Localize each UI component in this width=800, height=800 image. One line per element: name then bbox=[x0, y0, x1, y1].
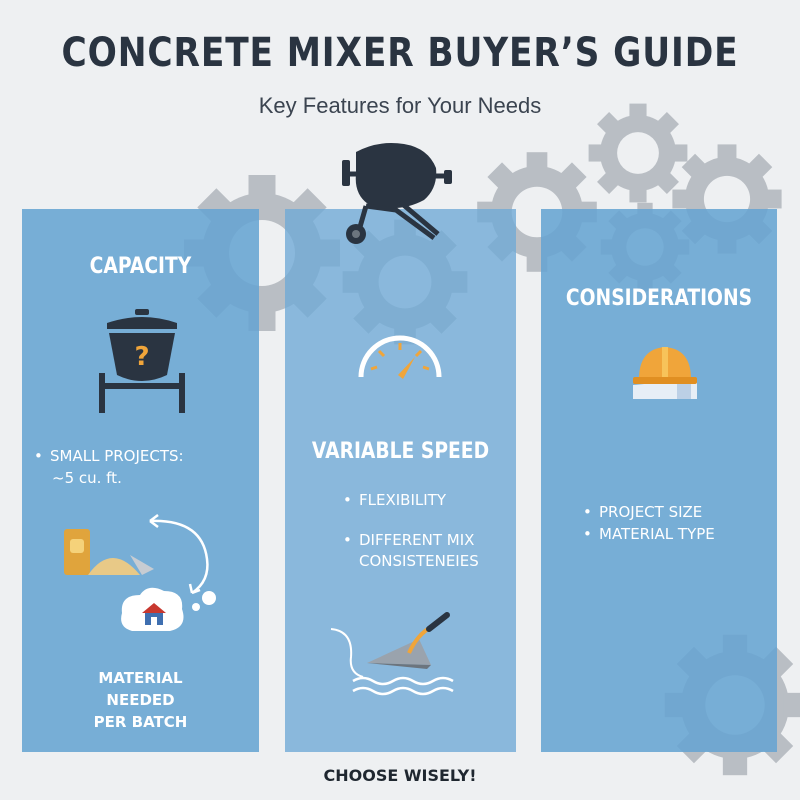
mixer-drum-question-icon: ? bbox=[99, 309, 185, 413]
cement-bag-sand-icon bbox=[64, 529, 154, 575]
material-illustration bbox=[64, 514, 216, 631]
caption-line: MATERIAL bbox=[98, 669, 183, 687]
footer-cta: CHOOSE WISELY! bbox=[323, 766, 477, 785]
page-subtitle: Key Features for Your Needs bbox=[258, 93, 542, 118]
bullet-small-projects: SMALL PROJECTS: bbox=[28, 445, 184, 467]
caption-line: PER BATCH bbox=[93, 713, 188, 731]
caption-line: NEEDED bbox=[106, 691, 175, 709]
panel-heading: CAPACITY bbox=[89, 254, 192, 279]
panel-variable-speed: VARIABLE SPEED FLEXIBILITY DIFFERENT MIX… bbox=[285, 209, 516, 752]
bullet-project-size: PROJECT SIZE bbox=[577, 501, 715, 523]
panel-heading: VARIABLE SPEED bbox=[311, 439, 490, 464]
speedometer-gauge-icon bbox=[358, 335, 442, 379]
svg-text:?: ? bbox=[134, 342, 149, 372]
bullet-detail: CONSISTENEIES bbox=[359, 552, 479, 570]
page-title: CONCRETE MIXER BUYER’S GUIDE bbox=[61, 30, 739, 76]
concrete-mixer-icon bbox=[342, 143, 452, 244]
panel-capacity: CAPACITY ? SMALL PROJECTS: ~5 cu. ft. bbox=[22, 209, 259, 752]
bullet-detail: ~5 cu. ft. bbox=[52, 469, 122, 487]
panel-heading: CONSIDERATIONS bbox=[565, 286, 753, 311]
panel-considerations: CONSIDERATIONS PROJECT SIZE MATERIAL TYP… bbox=[541, 209, 777, 752]
bullet-different-mix: DIFFERENT MIX bbox=[337, 529, 474, 551]
trowel-icon bbox=[330, 612, 454, 696]
bullet-material-type: MATERIAL TYPE bbox=[577, 523, 715, 545]
hard-hat-blueprint-icon bbox=[633, 347, 697, 399]
house-thought-bubble-icon bbox=[121, 587, 216, 631]
bullet-flexibility: FLEXIBILITY bbox=[337, 489, 474, 511]
circular-arrow-icon bbox=[149, 519, 209, 595]
